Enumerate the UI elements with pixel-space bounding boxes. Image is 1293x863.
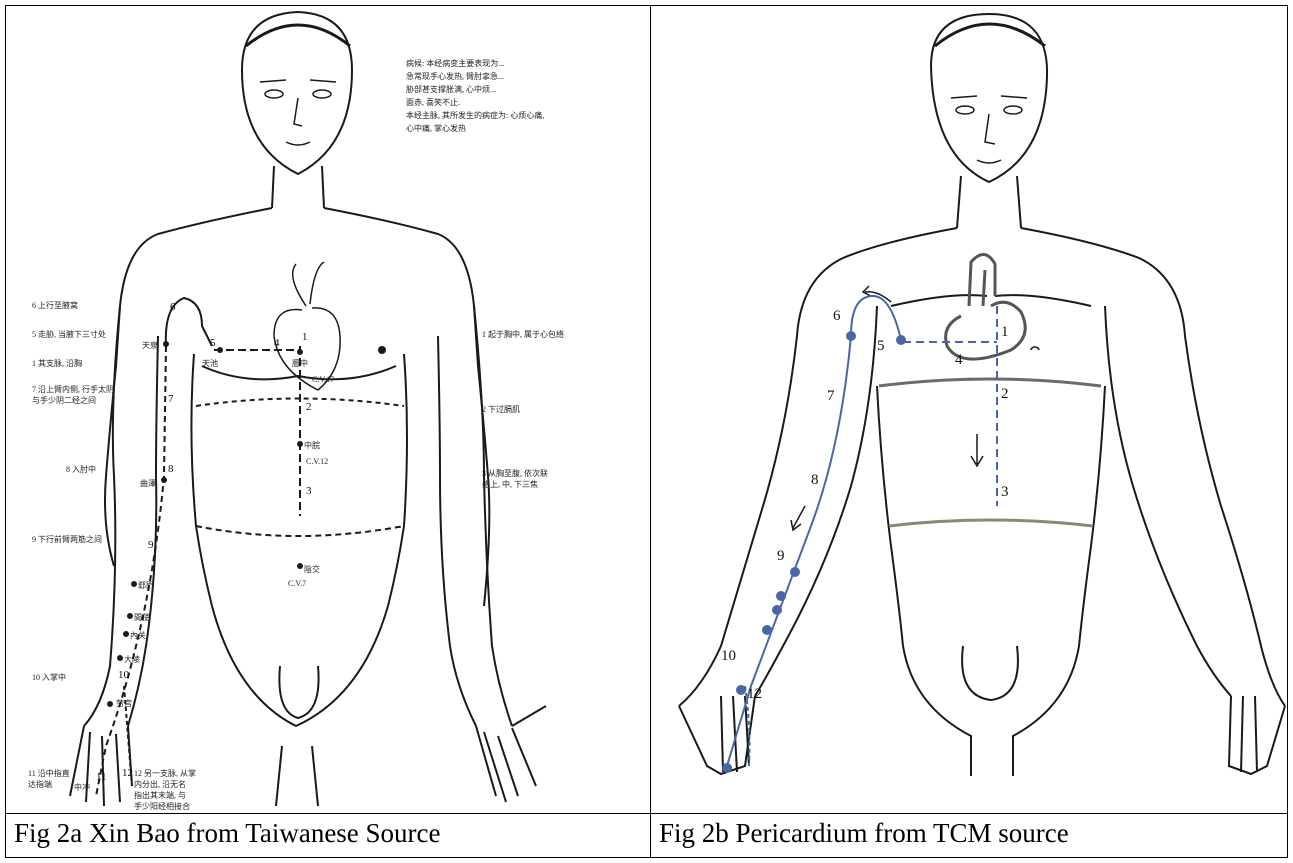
svg-text:胁部甚支撑胀满, 心中烦...: 胁部甚支撑胀满, 心中烦...: [406, 84, 496, 94]
name-zhongwan: 中脘: [304, 440, 320, 450]
name-tianquan: 天泉: [142, 340, 158, 350]
num-2: 2: [306, 401, 312, 413]
name-ximen: 郄門: [138, 580, 154, 590]
meridian-path: [96, 298, 300, 796]
figure-table: 1 2 3 4 5 6 7 8 9 10 11 12 天泉 天池 膻中 中脘 陰…: [5, 5, 1288, 858]
svg-text:5 走胁, 当腋下三寸处: 5 走胁, 当腋下三寸处: [32, 329, 106, 339]
num-2: 2: [1001, 386, 1009, 402]
svg-text:3 从胸至腹, 依次联: 3 从胸至腹, 依次联: [482, 468, 548, 478]
svg-text:内分出, 沿无名: 内分出, 沿无名: [134, 779, 186, 789]
svg-text:10 入掌中: 10 入掌中: [32, 672, 66, 682]
figure-2b: 1 2 3 4 5 6 7 8 9 10 12: [651, 6, 1287, 813]
num-1: 1: [302, 331, 308, 343]
name-quze: 曲澤: [140, 478, 156, 488]
num-7: 7: [827, 388, 835, 404]
name-jianshi: 間使: [134, 612, 150, 622]
svg-text:达指端: 达指端: [28, 779, 52, 789]
name-danzhong: 膻中: [292, 358, 308, 368]
num-9: 9: [777, 548, 785, 564]
num-10: 10: [721, 648, 736, 664]
num-11: 11: [96, 771, 107, 783]
face: [260, 80, 336, 145]
label-cv12: C.V.12: [306, 457, 328, 466]
table-column-divider: [650, 6, 651, 857]
svg-text:11 沿中指直: 11 沿中指直: [28, 768, 70, 778]
arrow-icons: [791, 286, 983, 530]
acupoints: [107, 341, 386, 707]
svg-text:指出其末端, 与: 指出其末端, 与: [134, 790, 186, 800]
num-3: 3: [1001, 484, 1009, 500]
pericardium-diagram: 1 2 3 4 5 6 7 8 9 10 12: [651, 6, 1287, 813]
name-tianchi: 天池: [202, 358, 218, 368]
num-12: 12: [747, 686, 762, 702]
svg-text:病候: 本经病变主要表现为...: 病候: 本经病变主要表现为...: [406, 58, 504, 68]
num-7: 7: [168, 393, 174, 405]
caption-fig-2a: Fig 2a Xin Bao from Taiwanese Source: [14, 818, 441, 849]
num-5: 5: [877, 338, 885, 354]
label-cv17: C.V.17: [312, 375, 334, 384]
figure-2a: 1 2 3 4 5 6 7 8 9 10 11 12 天泉 天池 膻中 中脘 陰…: [6, 6, 650, 813]
heart-icon: [274, 262, 340, 390]
num-8: 8: [811, 472, 819, 488]
svg-text:心中痛, 掌心发热: 心中痛, 掌心发热: [406, 123, 466, 133]
name-yinjiao: 陰交: [304, 564, 320, 574]
face: [951, 96, 1039, 350]
num-6: 6: [170, 301, 176, 313]
svg-text:1 其支脉, 沿胸: 1 其支脉, 沿胸: [32, 358, 82, 368]
svg-text:1 起于胸中, 属于心包络: 1 起于胸中, 属于心包络: [482, 329, 564, 339]
svg-text:8 入肘中: 8 入肘中: [66, 464, 96, 474]
svg-text:络上, 中, 下三焦: 络上, 中, 下三焦: [482, 479, 538, 489]
notes-left: 6 上行至腋窝 5 走胁, 当腋下三寸处 1 其支脉, 沿胸 7 沿上臂内侧, …: [28, 300, 114, 789]
svg-text:手少阳经相接合: 手少阳经相接合: [134, 801, 190, 811]
name-zhongchong: 中冲: [74, 782, 90, 792]
svg-text:2 下过膈肌: 2 下过膈肌: [482, 404, 520, 414]
point-numbers: 1 2 3 4 5 6 7 8 9 10 11 12: [96, 301, 312, 783]
notes-right: 1 起于胸中, 属于心包络 2 下过膈肌 3 从胸至腹, 依次联 络上, 中, …: [482, 329, 564, 489]
svg-text:与手少阴二经之间: 与手少阴二经之间: [32, 395, 96, 405]
svg-text:6 上行至腋窝: 6 上行至腋窝: [32, 300, 78, 310]
num-4: 4: [274, 337, 280, 349]
num-5: 5: [210, 337, 216, 349]
name-daling: 大陵: [124, 654, 140, 664]
table-row-divider: [6, 813, 1287, 814]
svg-text:9 下行前臂两筋之间: 9 下行前臂两筋之间: [32, 534, 102, 544]
note-top: 病候: 本经病变主要表现为... 急常现手心发热, 臂肘挛急... 胁部甚支撑胀…: [406, 58, 544, 133]
num-4: 4: [955, 352, 963, 368]
num-8: 8: [168, 463, 174, 475]
label-cv7: C.V.7: [288, 579, 306, 588]
num-1: 1: [1001, 324, 1009, 340]
num-6: 6: [833, 308, 841, 324]
svg-text:本经主脉, 其所发生的病症为: 心烦心痛,: 本经主脉, 其所发生的病症为: 心烦心痛,: [406, 110, 544, 120]
svg-text:7 沿上臂内侧, 行手太阴: 7 沿上臂内侧, 行手太阴: [32, 384, 114, 394]
meridian-internal: [903, 306, 997, 506]
num-3: 3: [306, 485, 312, 497]
num-9: 9: [148, 539, 154, 551]
body-outline: [679, 14, 1285, 776]
svg-text:面赤, 喜笑不止.: 面赤, 喜笑不止.: [406, 97, 460, 107]
svg-text:12 另一支脉, 从掌: 12 另一支脉, 从掌: [134, 768, 196, 778]
name-laogong: 劳宫: [116, 698, 132, 708]
svg-text:急常现手心发热, 臂肘挛急...: 急常现手心发热, 臂肘挛急...: [406, 71, 504, 81]
caption-fig-2b: Fig 2b Pericardium from TCM source: [659, 818, 1069, 849]
note-bottom: 12 另一支脉, 从掌 内分出, 沿无名 指出其末端, 与 手少阳经相接合: [134, 768, 196, 811]
xin-bao-diagram: 1 2 3 4 5 6 7 8 9 10 11 12 天泉 天池 膻中 中脘 陰…: [6, 6, 650, 813]
num-10: 10: [118, 669, 130, 681]
num-12: 12: [122, 767, 133, 779]
heart-icon: [946, 254, 1026, 359]
name-neiguan: 內关: [130, 630, 146, 640]
